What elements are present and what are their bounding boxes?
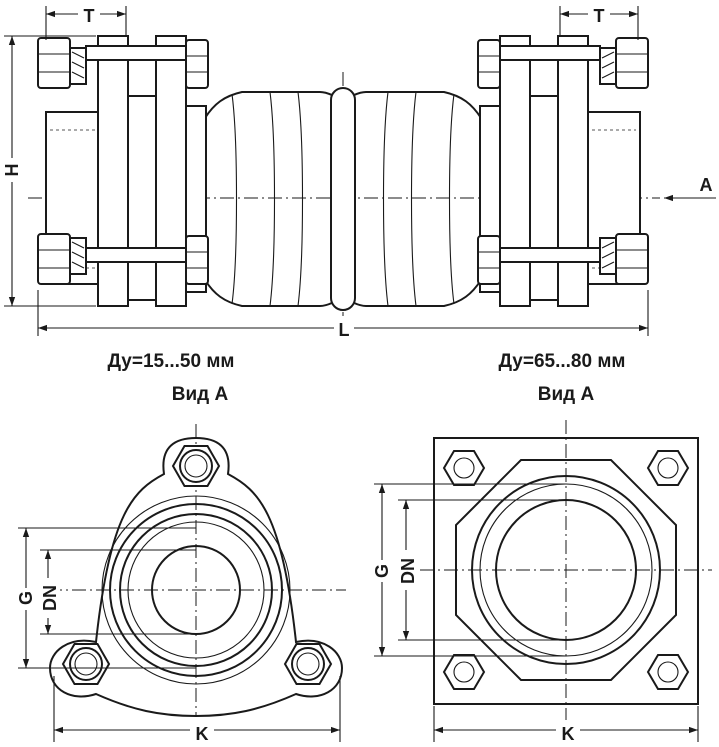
dimension-t-right: T [559,2,639,40]
octagon-union-nut [455,459,677,681]
left-outer-flange [97,35,129,307]
right-outer-flange [557,35,589,307]
right-bottom-washer [599,237,617,275]
left-bottom-nut [37,233,71,285]
caption-right-view: Вид А [538,384,595,405]
dimension-t-left: T [45,2,127,40]
bellows-ribs [231,91,455,307]
label-g-left: G [16,591,36,605]
left-bottom-bolt-head [185,235,209,285]
left-coupling [37,35,209,307]
label-g-right: G [372,564,392,578]
dimension-dn-left: DN [38,549,196,635]
left-top-washer [69,47,87,85]
right-hub [529,95,559,301]
left-top-bolt-head [185,39,209,89]
square-flange-rim [471,475,661,665]
caption-left-view: Вид А [172,384,229,405]
right-bottom-nut [615,233,649,285]
flange-inner-rim [119,513,273,667]
gasket-ring [127,521,265,659]
caption-right-range: Ду=65...80 мм [499,351,626,372]
caption-left-range: Ду=15...50 мм [108,351,235,372]
three-lobe-flange-outline [48,436,344,718]
view-a-arrow: A [664,175,716,202]
flange-rim [109,503,283,677]
label-t-right: T [594,6,605,26]
left-inner-flange [155,35,187,307]
bolt-bottom-left-sq [442,654,486,690]
dimension-k-right: K [433,706,699,744]
view-a-square-flange: G DN K [370,420,712,744]
right-bottom-bolt-head [477,235,501,285]
label-dn-left: DN [40,585,60,611]
label-l: L [339,320,350,340]
bolt-top [171,445,221,487]
right-top-nut [615,37,649,89]
left-hub [127,95,157,301]
right-top-washer [599,47,617,85]
label-t-left: T [84,6,95,26]
right-bottom-bolt [483,247,601,263]
center-ring [330,87,356,311]
bolt-top-right [646,450,690,486]
dimension-k-left: K [53,676,341,744]
label-k-right: K [562,724,575,744]
dimension-g-left: G [14,527,196,669]
bolt-bottom-right-sq [646,654,690,690]
left-top-bolt [85,45,203,61]
bolt-bottom-left [61,643,111,685]
dimension-l: L [37,290,649,340]
flange-outer-ring [101,495,291,685]
left-bottom-bolt [85,247,203,263]
label-h: H [2,164,22,177]
square-flange-plate [433,437,699,705]
label-dn-right: DN [398,558,418,584]
right-coupling [477,35,649,307]
label-k-left: K [196,724,209,744]
bolt-top-left [442,450,486,486]
right-top-bolt [483,45,601,61]
label-a: A [700,175,713,195]
dimension-dn-right: DN [396,499,566,641]
dimension-g-right: G [370,483,566,657]
left-top-nut [37,37,71,89]
right-inner-flange [499,35,531,307]
dimension-h: H [2,35,96,307]
view-a-three-bolt-flange: G DN K [14,424,346,744]
left-bottom-washer [69,237,87,275]
side-view: T T H L A [2,2,716,340]
right-top-bolt-head [477,39,501,89]
bolt-bottom-right [283,643,333,685]
